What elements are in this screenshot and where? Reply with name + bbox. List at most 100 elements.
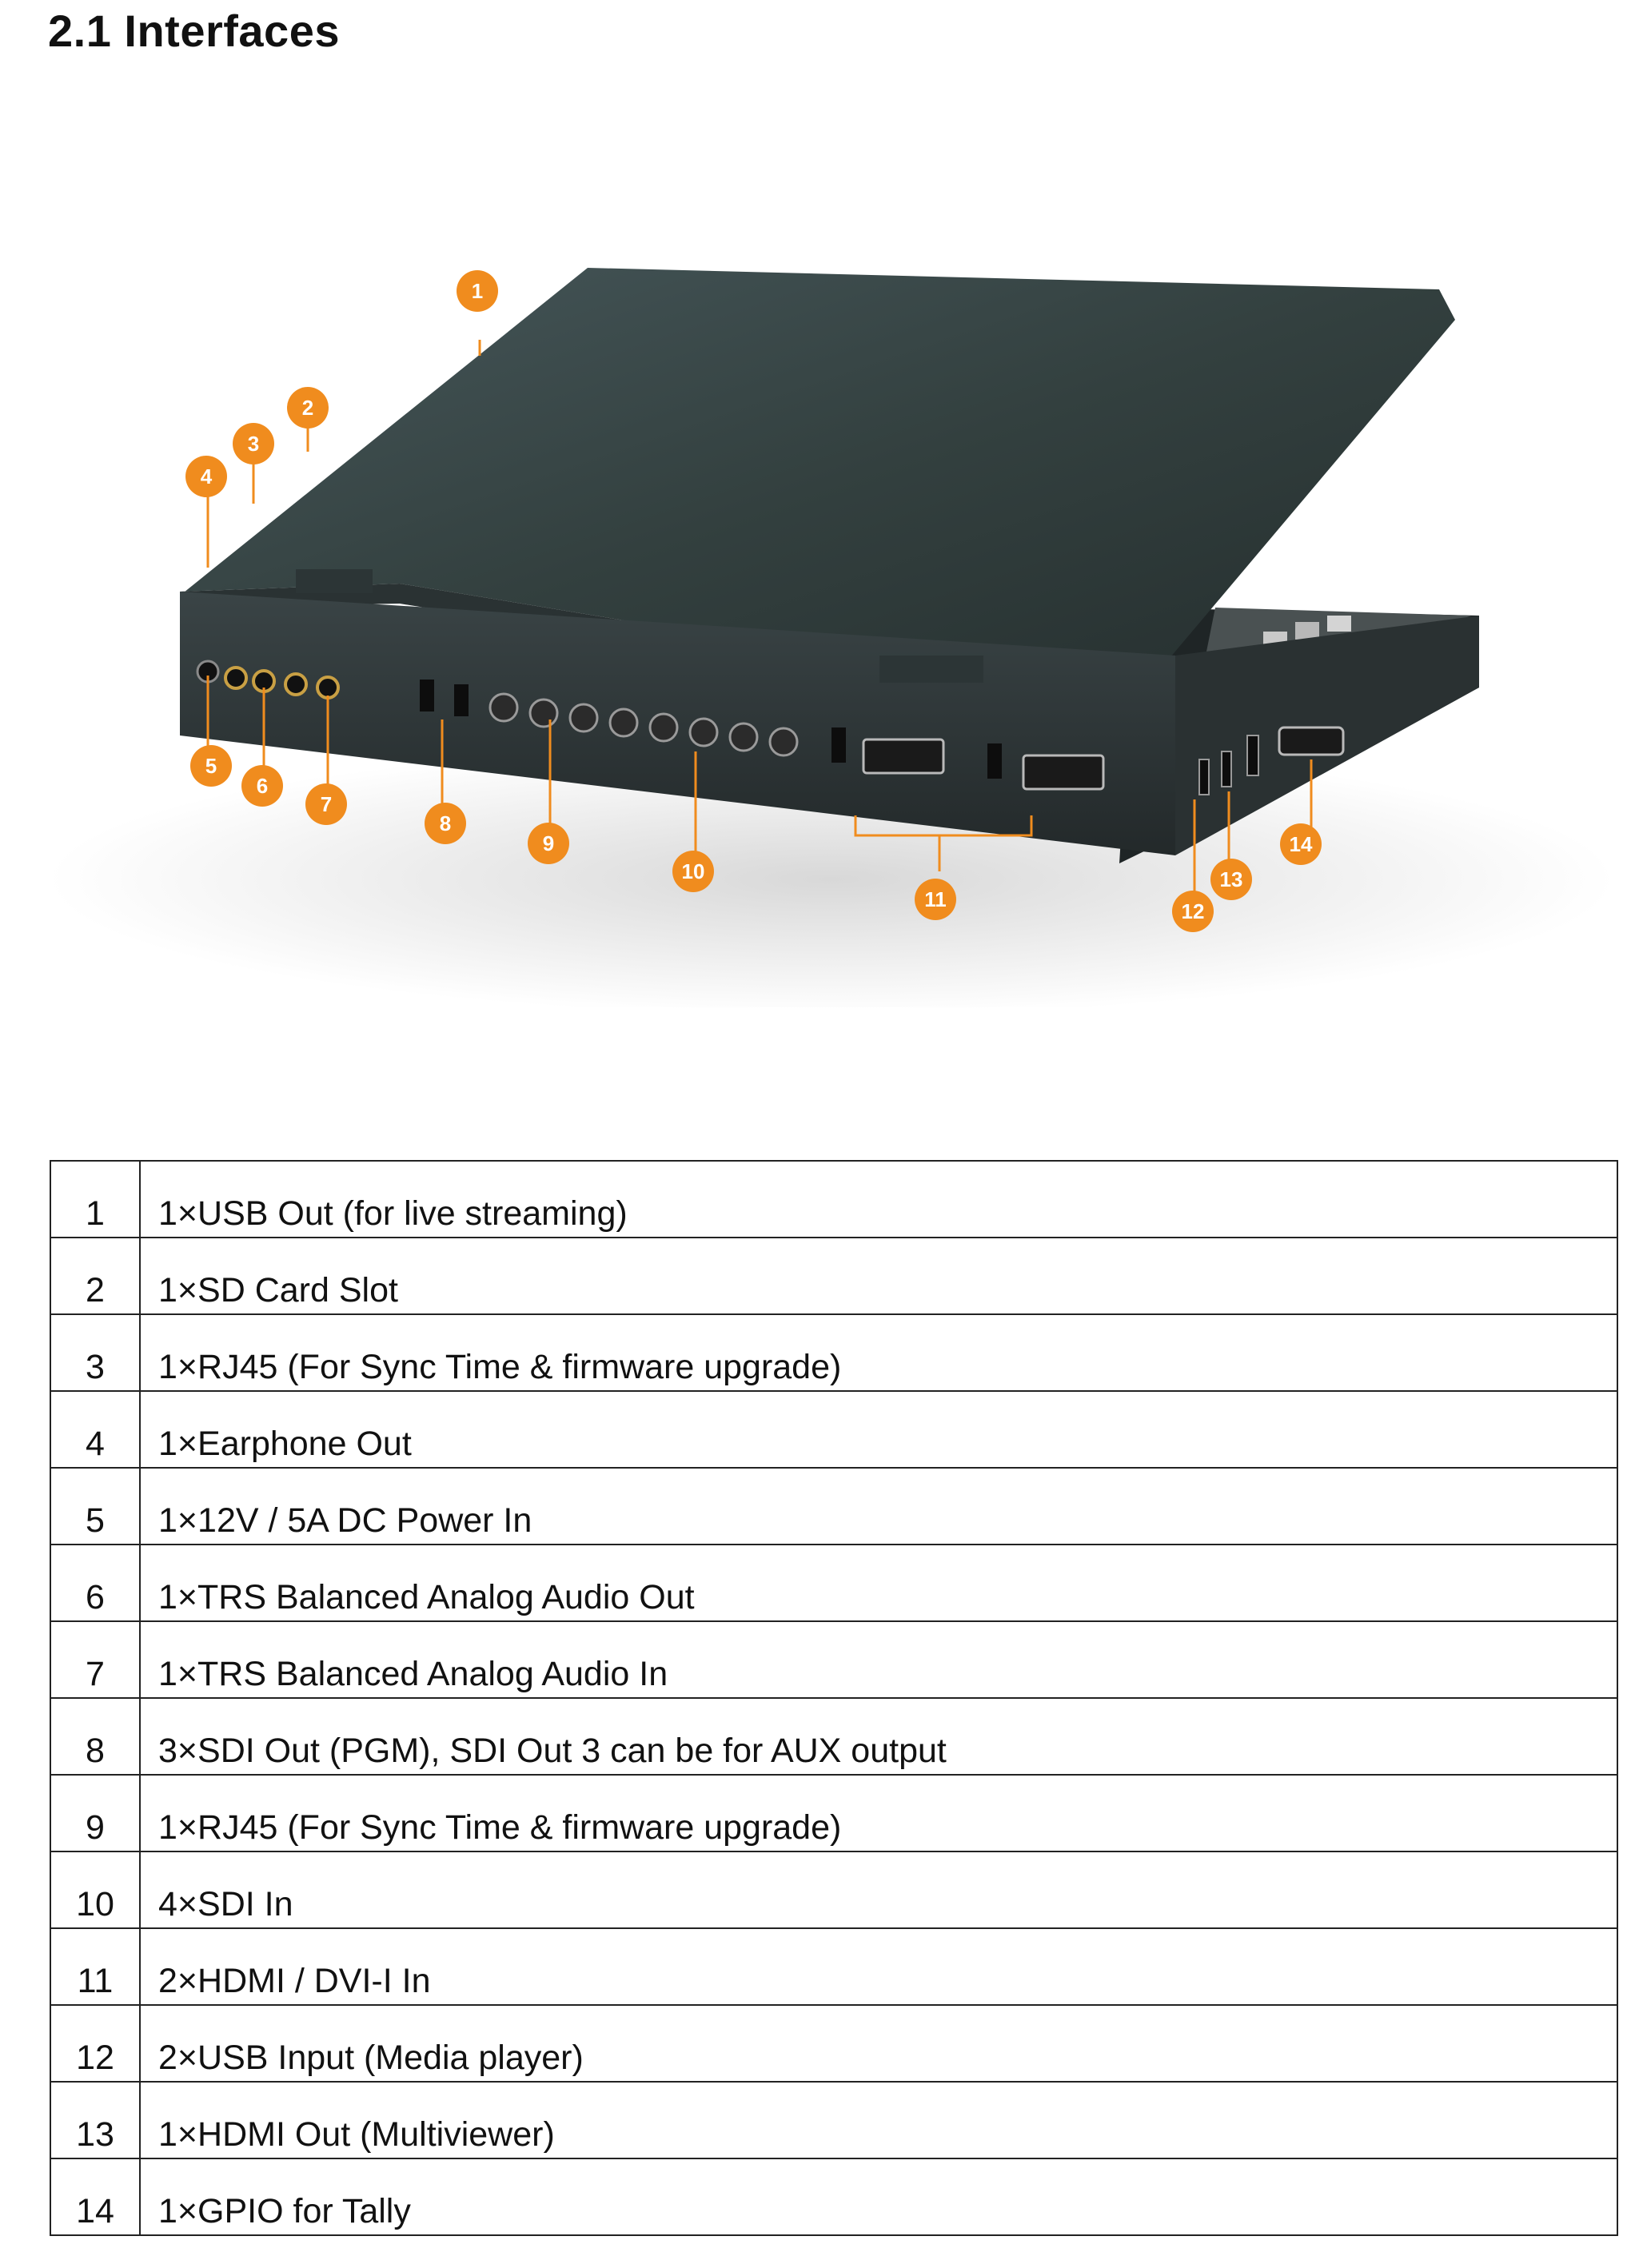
row-description: 1×TRS Balanced Analog Audio Out (139, 1544, 1618, 1622)
row-description: 1×RJ45 (For Sync Time & firmware upgrade… (139, 1774, 1618, 1852)
hdmi-port (831, 727, 846, 763)
hdmi-port (987, 743, 1002, 779)
trs-in-jack (284, 672, 308, 696)
bnc-connector (768, 727, 799, 757)
callout-11-number: 11 (924, 887, 947, 911)
row-number: 1 (50, 1160, 141, 1238)
row-description: 1×Earphone Out (139, 1390, 1618, 1469)
row-number: 8 (50, 1697, 141, 1776)
row-number: 9 (50, 1774, 141, 1852)
callout-1-marker: 1 (457, 270, 498, 312)
callout-2-marker: 2 (287, 387, 329, 428)
usb-port (1198, 759, 1210, 795)
callout-14-number: 14 (1290, 832, 1313, 856)
sdi-connectors (489, 692, 799, 757)
bnc-connector (568, 703, 599, 733)
hinge (296, 569, 373, 593)
callout-9-marker: 9 (528, 823, 569, 864)
usb-port (1221, 751, 1232, 787)
dvi-port (862, 738, 945, 775)
trs-out-jack (224, 666, 248, 690)
row-number: 11 (50, 1927, 141, 2006)
section-heading: 2.1 Interfaces (48, 6, 340, 56)
callout-8-marker: 8 (425, 803, 466, 844)
row-number: 13 (50, 2081, 141, 2159)
callout-7-marker: 7 (305, 783, 347, 825)
row-number: 2 (50, 1237, 141, 1315)
bnc-connector (688, 717, 719, 747)
hdmi-port (454, 684, 469, 716)
fader-key (1327, 616, 1351, 632)
callout-4-number: 4 (201, 464, 213, 488)
device-illustration: 1 2 3 4 5 6 7 8 9 10 11 12 13 14 (32, 240, 1623, 1007)
callout-6-number: 6 (257, 774, 268, 798)
callout-11-marker: 11 (915, 879, 956, 920)
row-number: 12 (50, 2004, 141, 2083)
callout-10-number: 10 (682, 859, 705, 883)
row-description: 1×USB Out (for live streaming) (139, 1160, 1618, 1238)
device-svg: 1 2 3 4 5 6 7 8 9 10 11 12 13 14 (48, 268, 1615, 1007)
callout-10-marker: 10 (672, 851, 714, 892)
row-number: 5 (50, 1467, 141, 1545)
row-number: 3 (50, 1313, 141, 1392)
bnc-connector (648, 712, 679, 743)
callout-7-number: 7 (321, 792, 332, 816)
hdmi-out-port (1246, 735, 1259, 776)
row-number: 4 (50, 1390, 141, 1469)
callout-8-number: 8 (440, 811, 451, 835)
callout-6-marker: 6 (241, 765, 283, 807)
callout-1-number: 1 (472, 279, 483, 303)
callout-13-number: 13 (1220, 867, 1243, 891)
row-description: 1×RJ45 (For Sync Time & firmware upgrade… (139, 1313, 1618, 1392)
row-description: 1×GPIO for Tally (139, 2158, 1618, 2236)
row-description: 2×USB Input (Media player) (139, 2004, 1618, 2083)
hdmi-port (420, 680, 434, 711)
row-description: 1×TRS Balanced Analog Audio In (139, 1620, 1618, 1699)
gpio-port (1278, 726, 1345, 756)
bnc-connector (608, 708, 639, 738)
callout-2-number: 2 (302, 396, 313, 420)
row-description: 2×HDMI / DVI-I In (139, 1927, 1618, 2006)
callout-14-marker: 14 (1280, 823, 1322, 865)
bnc-connector (528, 698, 559, 728)
row-description: 4×SDI In (139, 1851, 1618, 1929)
callout-bubbles: 1 2 3 4 5 6 7 8 9 10 11 12 13 14 (185, 270, 1322, 932)
row-description: 1×HDMI Out (Multiviewer) (139, 2081, 1618, 2159)
callout-4-marker: 4 (185, 456, 227, 497)
fader-key (1295, 622, 1319, 640)
callout-3-marker: 3 (233, 423, 274, 464)
callout-3-number: 3 (248, 432, 259, 456)
row-description: 1×12V / 5A DC Power In (139, 1467, 1618, 1545)
bnc-connector (728, 722, 759, 752)
device-lid (180, 268, 1455, 704)
row-description: 3×SDI Out (PGM), SDI Out 3 can be for AU… (139, 1697, 1618, 1776)
callout-12-number: 12 (1182, 899, 1205, 923)
callout-13-marker: 13 (1210, 859, 1252, 900)
callout-5-number: 5 (205, 754, 217, 778)
row-description: 1×SD Card Slot (139, 1237, 1618, 1315)
row-number: 10 (50, 1851, 141, 1929)
row-number: 6 (50, 1544, 141, 1622)
row-number: 14 (50, 2158, 141, 2236)
bnc-connector (489, 692, 519, 723)
callout-12-marker: 12 (1172, 891, 1214, 932)
callout-5-marker: 5 (190, 745, 232, 787)
callout-9-number: 9 (543, 831, 554, 855)
dvi-port (1022, 754, 1105, 791)
hinge (879, 656, 983, 683)
